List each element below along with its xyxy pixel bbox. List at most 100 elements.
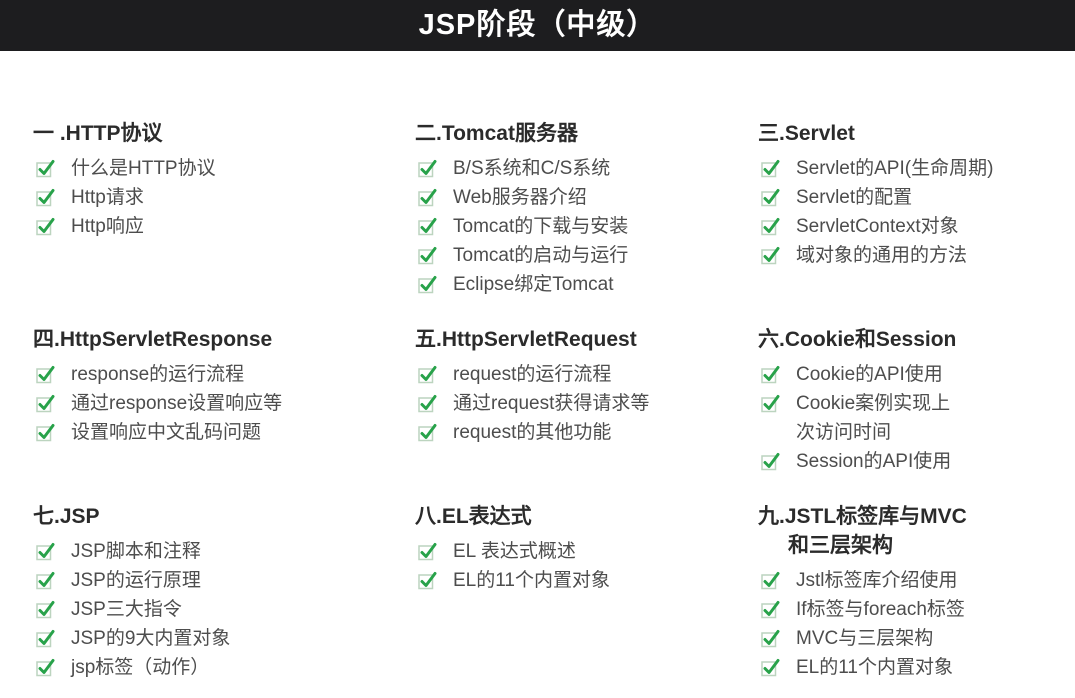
list-item: jsp标签（动作）: [36, 653, 415, 682]
item-label: Http响应: [71, 216, 144, 237]
checked-checkbox-icon: [418, 217, 437, 236]
list-item: request的其他功能: [418, 418, 758, 447]
course-section-2: 二.Tomcat服务器 B/S系统和C/S系统 Web服务器介绍 Tomcat的: [415, 119, 758, 299]
list-item: EL的11个内置对象: [761, 653, 1075, 682]
list-item: JSP的运行原理: [36, 566, 415, 595]
checked-checkbox-icon: [761, 159, 780, 178]
checked-checkbox-icon: [36, 217, 55, 236]
checked-checkbox-icon: [761, 246, 780, 265]
section-title: 二.Tomcat服务器: [415, 122, 578, 145]
checked-checkbox-icon: [418, 394, 437, 413]
list-item: request的运行流程: [418, 360, 758, 389]
checked-checkbox-icon: [36, 658, 55, 677]
item-label: EL的11个内置对象: [453, 570, 610, 591]
item-label: 通过request获得请求等: [453, 393, 650, 414]
item-label: Servlet的API(生命周期): [796, 158, 994, 179]
checked-checkbox-icon: [418, 571, 437, 590]
checked-checkbox-icon: [761, 600, 780, 619]
section-item-list: response的运行流程 通过response设置响应等 设置响应中文乱码问题: [33, 360, 415, 447]
checked-checkbox-icon: [418, 423, 437, 442]
item-label: Servlet的配置: [796, 187, 913, 208]
course-outline-grid: 一 .HTTP协议 什么是HTTP协议 Http请求 Http响应: [0, 51, 1075, 682]
title-bar: JSP阶段（中级）: [0, 0, 1075, 51]
item-label: Cookie的API使用: [796, 364, 943, 385]
list-item: 域对象的通用的方法: [761, 241, 1075, 270]
section-item-list: Servlet的API(生命周期) Servlet的配置 ServletCont…: [758, 154, 1075, 270]
list-item: Http请求: [36, 183, 415, 212]
list-item: Cookie案例实现上次访问时间: [761, 389, 1075, 447]
checked-checkbox-icon: [418, 542, 437, 561]
section-title: 六.Cookie和Session: [758, 328, 957, 351]
checked-checkbox-icon: [36, 394, 55, 413]
item-label: Tomcat的启动与运行: [453, 245, 629, 266]
checked-checkbox-icon: [761, 188, 780, 207]
list-item: 通过response设置响应等: [36, 389, 415, 418]
course-section-3: 三.Servlet Servlet的API(生命周期) Servlet的配置 S: [758, 119, 1075, 270]
item-label: ServletContext对象: [796, 216, 959, 237]
course-section-8: 八.EL表达式 EL 表达式概述 EL的11个内置对象: [415, 502, 758, 595]
course-section-7: 七.JSP JSP脚本和注释 JSP的运行原理 JSP三大指令: [33, 502, 415, 682]
section-item-list: B/S系统和C/S系统 Web服务器介绍 Tomcat的下载与安装 Tomcat…: [415, 154, 758, 299]
list-item: response的运行流程: [36, 360, 415, 389]
item-label: Http请求: [71, 187, 144, 208]
section-item-list: JSP脚本和注释 JSP的运行原理 JSP三大指令 JSP的9大内置对象: [33, 537, 415, 682]
item-label: Eclipse绑定Tomcat: [453, 274, 614, 295]
checked-checkbox-icon: [36, 159, 55, 178]
checked-checkbox-icon: [761, 571, 780, 590]
checked-checkbox-icon: [761, 217, 780, 236]
section-item-list: 什么是HTTP协议 Http请求 Http响应: [33, 154, 415, 241]
course-section-9: 九.JSTL标签库与MVC和三层架构 Jstl标签库介绍使用 If标签与fore…: [758, 502, 1075, 682]
list-item: 设置响应中文乱码问题: [36, 418, 415, 447]
section-item-list: EL 表达式概述 EL的11个内置对象: [415, 537, 758, 595]
course-section-5: 五.HttpServletRequest request的运行流程 通过requ…: [415, 325, 758, 447]
item-label: B/S系统和C/S系统: [453, 158, 611, 179]
section-title: 九.JSTL标签库与MVC和三层架构: [758, 505, 967, 557]
list-item: Eclipse绑定Tomcat: [418, 270, 758, 299]
item-label: JSP脚本和注释: [71, 541, 201, 562]
list-item: Session的API使用: [761, 447, 1075, 476]
checked-checkbox-icon: [418, 365, 437, 384]
checked-checkbox-icon: [36, 571, 55, 590]
section-title: 四.HttpServletResponse: [33, 328, 273, 351]
checked-checkbox-icon: [761, 629, 780, 648]
course-section-6: 六.Cookie和Session Cookie的API使用 Cookie案例实现…: [758, 325, 1075, 476]
page-title: JSP阶段（中级）: [418, 9, 657, 41]
list-item: Servlet的配置: [761, 183, 1075, 212]
section-title: 八.EL表达式: [415, 505, 532, 528]
checked-checkbox-icon: [36, 365, 55, 384]
checked-checkbox-icon: [761, 394, 780, 413]
list-item: EL 表达式概述: [418, 537, 758, 566]
section-title: 七.JSP: [33, 505, 100, 528]
checked-checkbox-icon: [418, 275, 437, 294]
list-item: Tomcat的启动与运行: [418, 241, 758, 270]
list-item: If标签与foreach标签: [761, 595, 1075, 624]
section-item-list: request的运行流程 通过request获得请求等 request的其他功能: [415, 360, 758, 447]
checked-checkbox-icon: [418, 246, 437, 265]
section-item-list: Cookie的API使用 Cookie案例实现上次访问时间 Session的AP…: [758, 360, 1075, 476]
course-section-4: 四.HttpServletResponse response的运行流程 通过re…: [33, 325, 415, 447]
item-label: 设置响应中文乱码问题: [71, 422, 262, 443]
list-item: Tomcat的下载与安装: [418, 212, 758, 241]
list-item: JSP三大指令: [36, 595, 415, 624]
item-label: EL 表达式概述: [453, 541, 576, 562]
list-item: Jstl标签库介绍使用: [761, 566, 1075, 595]
checked-checkbox-icon: [761, 452, 780, 471]
section-title: 一 .HTTP协议: [33, 122, 163, 145]
item-label: request的其他功能: [453, 422, 612, 443]
list-item: 什么是HTTP协议: [36, 154, 415, 183]
item-label: Tomcat的下载与安装: [453, 216, 629, 237]
list-item: ServletContext对象: [761, 212, 1075, 241]
checked-checkbox-icon: [761, 365, 780, 384]
checked-checkbox-icon: [418, 188, 437, 207]
course-section-1: 一 .HTTP协议 什么是HTTP协议 Http请求 Http响应: [33, 119, 415, 241]
section-title: 三.Servlet: [758, 122, 855, 145]
item-label: Web服务器介绍: [453, 187, 587, 208]
item-label: If标签与foreach标签: [796, 599, 965, 620]
list-item: Cookie的API使用: [761, 360, 1075, 389]
item-label: Cookie案例实现上次访问时间: [796, 393, 951, 443]
item-label: response的运行流程: [71, 364, 245, 385]
checked-checkbox-icon: [36, 600, 55, 619]
item-label: jsp标签（动作）: [71, 657, 210, 678]
checked-checkbox-icon: [418, 159, 437, 178]
